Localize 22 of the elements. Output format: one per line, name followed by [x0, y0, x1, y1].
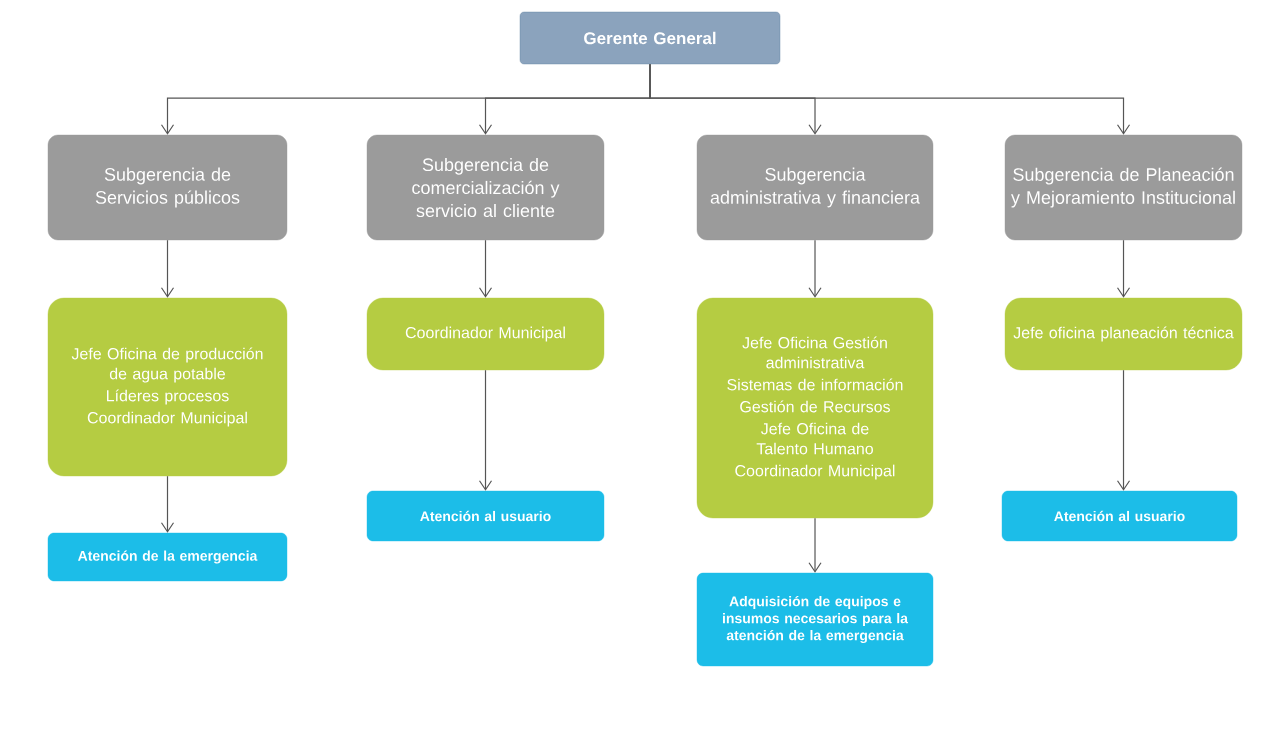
role-box: Jefe oficina planeación técnica — [1004, 297, 1243, 371]
department-box: Subgerencia administrativa y financiera — [696, 134, 934, 241]
arrow — [478, 369, 493, 491]
arrow — [649, 63, 1131, 135]
department-box: Subgerencia de Planeación y Mejoramiento Institucional — [1004, 134, 1243, 241]
task-box: Atención de la emergencia — [47, 532, 288, 582]
arrow — [478, 239, 493, 298]
role-box: Jefe Oficina de producción de agua potable Líderes procesos Coordinador Municipal — [47, 297, 288, 477]
department-box: Subgerencia de comercialización y servicio al cliente — [366, 134, 605, 241]
arrow — [808, 517, 822, 573]
task-box: Adquisición de equipos e insumos necesarios para la atención de la emergencia — [696, 572, 934, 667]
arrow — [160, 475, 175, 533]
role-box: Jefe Oficina Gestión administrativa Sistemas de información Gestión de Recursos Jefe Oficina de Talento Humano Coordinador Municipal — [696, 297, 934, 519]
task-box: Atención al usuario — [366, 490, 605, 542]
arrow — [1116, 369, 1131, 491]
node-box: Gerente General — [519, 11, 781, 65]
role-box: Coordinador Municipal — [366, 297, 605, 371]
arrow — [808, 239, 822, 298]
arrow — [160, 239, 175, 298]
arrow — [1116, 239, 1131, 298]
task-box: Atención al usuario — [1001, 490, 1238, 542]
department-box: Subgerencia de Servicios públicos — [47, 134, 288, 241]
